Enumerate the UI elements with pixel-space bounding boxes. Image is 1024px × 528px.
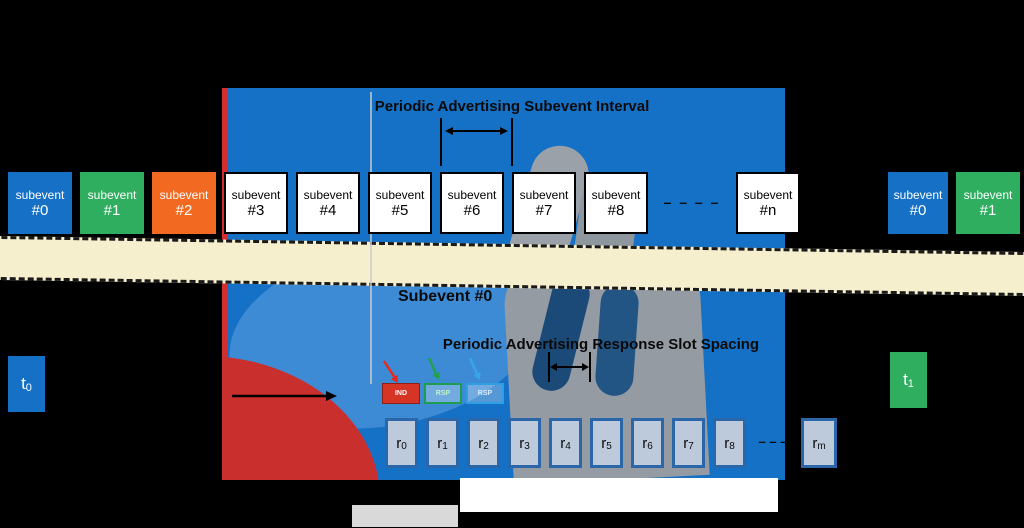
caption-box bbox=[460, 478, 778, 512]
subevent-box-8: subevent#8 bbox=[584, 172, 648, 234]
slot-spacing-title: Periodic Advertising Response Slot Spaci… bbox=[442, 336, 760, 353]
interval-title: Periodic Advertising Subevent Interval bbox=[374, 98, 650, 115]
packet-ind: IND bbox=[382, 383, 420, 404]
caption-box bbox=[352, 505, 458, 527]
packet-rsp-1: RSP bbox=[424, 383, 462, 404]
subevent-box-0: subevent#0 bbox=[8, 172, 72, 234]
subevent-box-n: subevent#n bbox=[736, 172, 800, 234]
top-ellipsis: – – – – bbox=[663, 194, 721, 210]
subevent-box-next-1: subevent#1 bbox=[956, 172, 1020, 234]
subevent0-zoom-title: Subevent #0 bbox=[398, 288, 493, 305]
subevent-box-next-0: subevent#0 bbox=[888, 172, 948, 234]
subevent-box-5: subevent#5 bbox=[368, 172, 432, 234]
subevent-box-7: subevent#7 bbox=[512, 172, 576, 234]
packet-rsp-2: RSP bbox=[466, 383, 504, 404]
subevent-box-6: subevent#6 bbox=[440, 172, 504, 234]
subevent-box-4: subevent#4 bbox=[296, 172, 360, 234]
slot-ellipsis: – – – bbox=[758, 434, 788, 449]
timeline-band bbox=[0, 235, 1024, 297]
subevent-box-1: subevent#1 bbox=[80, 172, 144, 234]
subevent-box-3: subevent#3 bbox=[224, 172, 288, 234]
subevent-box-2: subevent#2 bbox=[152, 172, 216, 234]
